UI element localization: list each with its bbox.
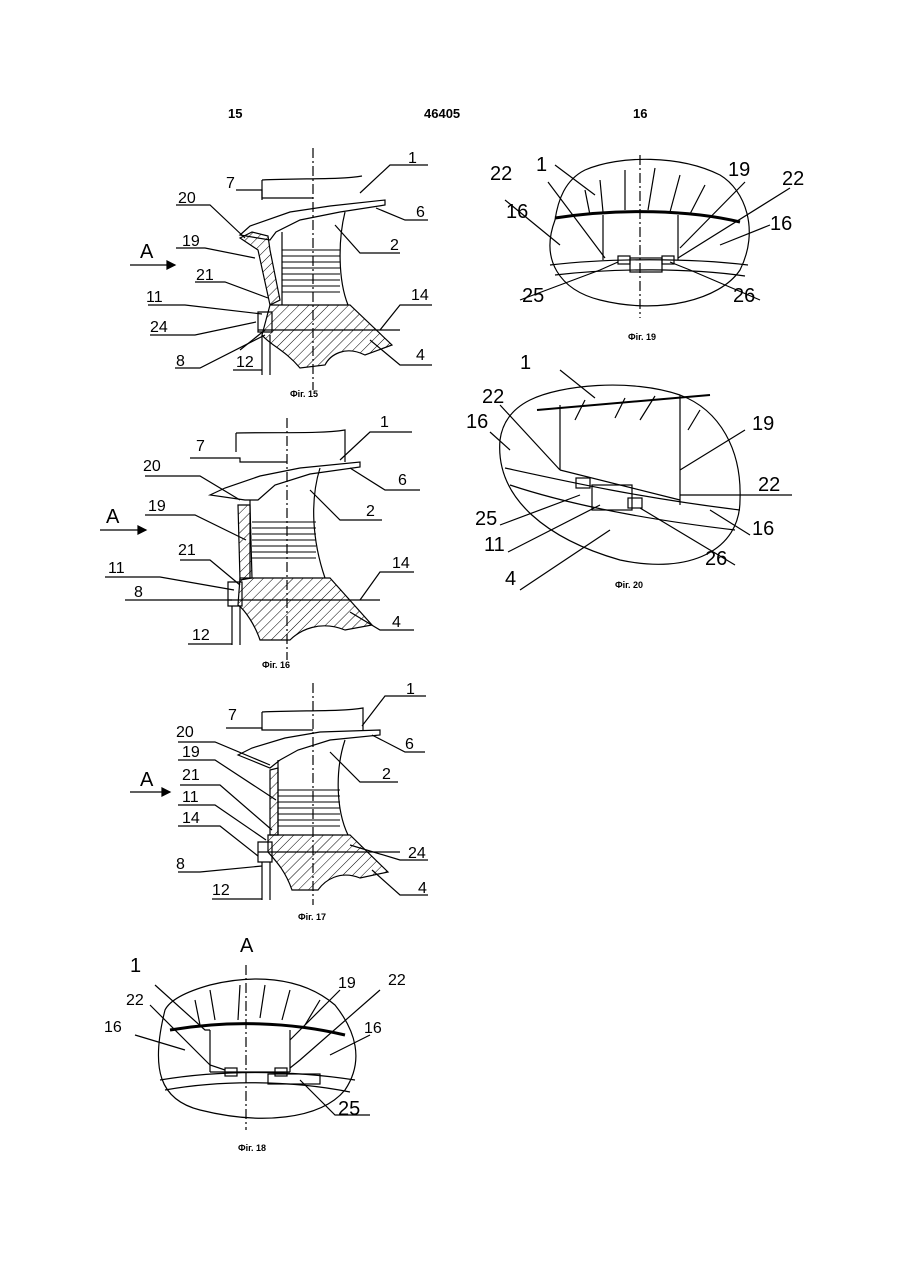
label-4-fig16: 4 — [392, 614, 401, 631]
label-22-right-fig20: 22 — [758, 474, 780, 496]
label-1-fig16: 1 — [380, 414, 389, 431]
label-14-fig15: 14 — [411, 287, 429, 304]
label-16-left-fig20: 16 — [466, 411, 488, 433]
label-21-fig15: 21 — [196, 267, 214, 284]
view-a-title-fig18: A — [240, 935, 254, 957]
label-22-left-fig18: 22 — [126, 992, 144, 1009]
view-a-arrow-label-fig16: A — [106, 506, 120, 528]
label-1-fig17: 1 — [406, 681, 415, 698]
caption-fig18: Фіг. 18 — [238, 1143, 266, 1153]
caption-fig16: Фіг. 16 — [262, 660, 290, 670]
figure-17 — [130, 683, 428, 905]
label-7-fig17: 7 — [228, 707, 237, 724]
label-26-fig20: 26 — [705, 548, 727, 570]
label-11-fig17: 11 — [182, 789, 199, 806]
label-22-right-fig18: 22 — [388, 972, 406, 989]
label-19-fig18: 19 — [338, 975, 356, 992]
label-4-fig20: 4 — [505, 568, 516, 590]
label-8-fig16: 8 — [134, 584, 143, 601]
label-4-fig15: 4 — [416, 347, 425, 364]
label-21-fig16: 21 — [178, 542, 196, 559]
caption-fig20: Фіг. 20 — [615, 580, 643, 590]
label-16-right-fig20: 16 — [752, 518, 774, 540]
label-20-fig17: 20 — [176, 724, 194, 741]
label-6-fig16: 6 — [398, 472, 407, 489]
label-26-fig19: 26 — [733, 285, 755, 307]
label-11-fig15: 11 — [146, 289, 163, 306]
label-11-fig20: 11 — [484, 534, 505, 556]
label-8-fig15: 8 — [176, 353, 185, 370]
caption-fig19: Фіг. 19 — [628, 332, 656, 342]
label-19-fig19: 19 — [728, 159, 750, 181]
view-a-arrow-label-fig17: A — [140, 769, 154, 791]
label-7-fig16: 7 — [196, 438, 205, 455]
label-12-fig15: 12 — [236, 354, 254, 371]
figure-16 — [100, 418, 420, 660]
label-25-fig19: 25 — [522, 285, 544, 307]
label-2-fig17: 2 — [382, 766, 391, 783]
label-22-left-fig19: 22 — [490, 163, 512, 185]
label-24-fig17: 24 — [408, 845, 426, 862]
label-19-fig20: 19 — [752, 413, 774, 435]
label-4-fig17: 4 — [418, 880, 427, 897]
label-2-fig15: 2 — [390, 237, 399, 254]
label-24-fig15: 24 — [150, 319, 168, 336]
label-7-fig15: 7 — [226, 175, 235, 192]
label-22-left-fig20: 22 — [482, 386, 504, 408]
label-19-fig17: 19 — [182, 744, 200, 761]
caption-fig15: Фіг. 15 — [290, 389, 318, 399]
label-6-fig17: 6 — [405, 736, 414, 753]
label-1-fig19: 1 — [536, 154, 547, 176]
label-8-fig17: 8 — [176, 856, 185, 873]
label-25-fig20: 25 — [475, 508, 497, 530]
label-11-fig16: 11 — [108, 560, 125, 577]
label-16-right-fig19: 16 — [770, 213, 792, 235]
caption-fig17: Фіг. 17 — [298, 912, 326, 922]
label-20-fig16: 20 — [143, 458, 161, 475]
label-22-right-fig19: 22 — [782, 168, 804, 190]
label-1-fig15: 1 — [408, 150, 417, 167]
label-14-fig16: 14 — [392, 555, 410, 572]
label-1-fig18: 1 — [130, 955, 141, 977]
label-16-right-fig18: 16 — [364, 1020, 382, 1037]
label-20-fig15: 20 — [178, 190, 196, 207]
label-25-fig18: 25 — [338, 1098, 360, 1120]
label-6-fig15: 6 — [416, 204, 425, 221]
label-12-fig17: 12 — [212, 882, 230, 899]
label-19-fig16: 19 — [148, 498, 166, 515]
view-a-arrow-label-fig15: A — [140, 241, 154, 263]
label-19-fig15: 19 — [182, 233, 200, 250]
figure-20 — [490, 370, 792, 590]
label-16-left-fig19: 16 — [506, 201, 528, 223]
label-12-fig16: 12 — [192, 627, 210, 644]
label-16-left-fig18: 16 — [104, 1019, 122, 1036]
label-21-fig17: 21 — [182, 767, 200, 784]
label-1-fig20: 1 — [520, 352, 531, 374]
label-14-fig17: 14 — [182, 810, 200, 827]
label-2-fig16: 2 — [366, 503, 375, 520]
